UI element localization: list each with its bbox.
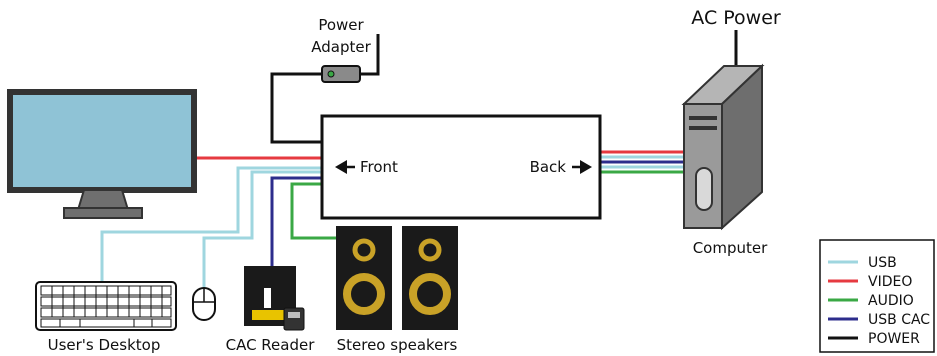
legend-label: POWER — [868, 331, 920, 347]
legend-box — [819, 239, 935, 353]
cac-reader-label: CAC Reader — [226, 336, 316, 354]
audio-cable — [290, 182, 336, 240]
power-adapter-label-1: Power — [318, 16, 364, 34]
cables — [100, 30, 738, 288]
ac-power-label: AC Power — [691, 7, 781, 29]
kvm-switch-box — [320, 114, 602, 220]
cac-reader-icon — [244, 266, 305, 331]
usb-cac-cable — [270, 176, 322, 266]
monitor-icon — [7, 89, 197, 219]
legend-item: USB CAC — [828, 312, 930, 328]
legend-label: USB CAC — [868, 312, 930, 328]
keyboard-icon — [35, 281, 177, 331]
legend-label: VIDEO — [868, 274, 912, 290]
power-cable-wall — [360, 34, 380, 76]
legend-item: VIDEO — [828, 274, 912, 290]
usb-cable-keyboard — [100, 166, 322, 282]
speaker-left-icon — [336, 226, 392, 330]
mouse-icon — [192, 287, 216, 321]
legend-item: POWER — [828, 331, 920, 347]
legend: USB VIDEO AUDIO USB CAC POWER — [819, 239, 935, 353]
users-desktop-label: User's Desktop — [48, 336, 161, 354]
power-adapter — [321, 65, 361, 83]
computer-label: Computer — [693, 239, 768, 257]
back-label: Back — [530, 158, 567, 176]
stereo-speakers-label: Stereo speakers — [337, 336, 458, 354]
usb-cable-mouse — [202, 170, 322, 288]
computer-tower-icon — [681, 63, 765, 231]
legend-label: AUDIO — [868, 293, 914, 309]
legend-label: USB — [868, 255, 897, 271]
back-arrow-icon — [572, 160, 592, 174]
front-arrow-icon — [335, 160, 355, 174]
power-adapter-label-2: Adapter — [311, 38, 371, 56]
power-cable-kvm — [270, 72, 322, 144]
legend-item: USB — [828, 255, 897, 271]
speaker-right-icon — [402, 226, 458, 330]
legend-item: AUDIO — [828, 293, 914, 309]
front-label: Front — [360, 158, 398, 176]
